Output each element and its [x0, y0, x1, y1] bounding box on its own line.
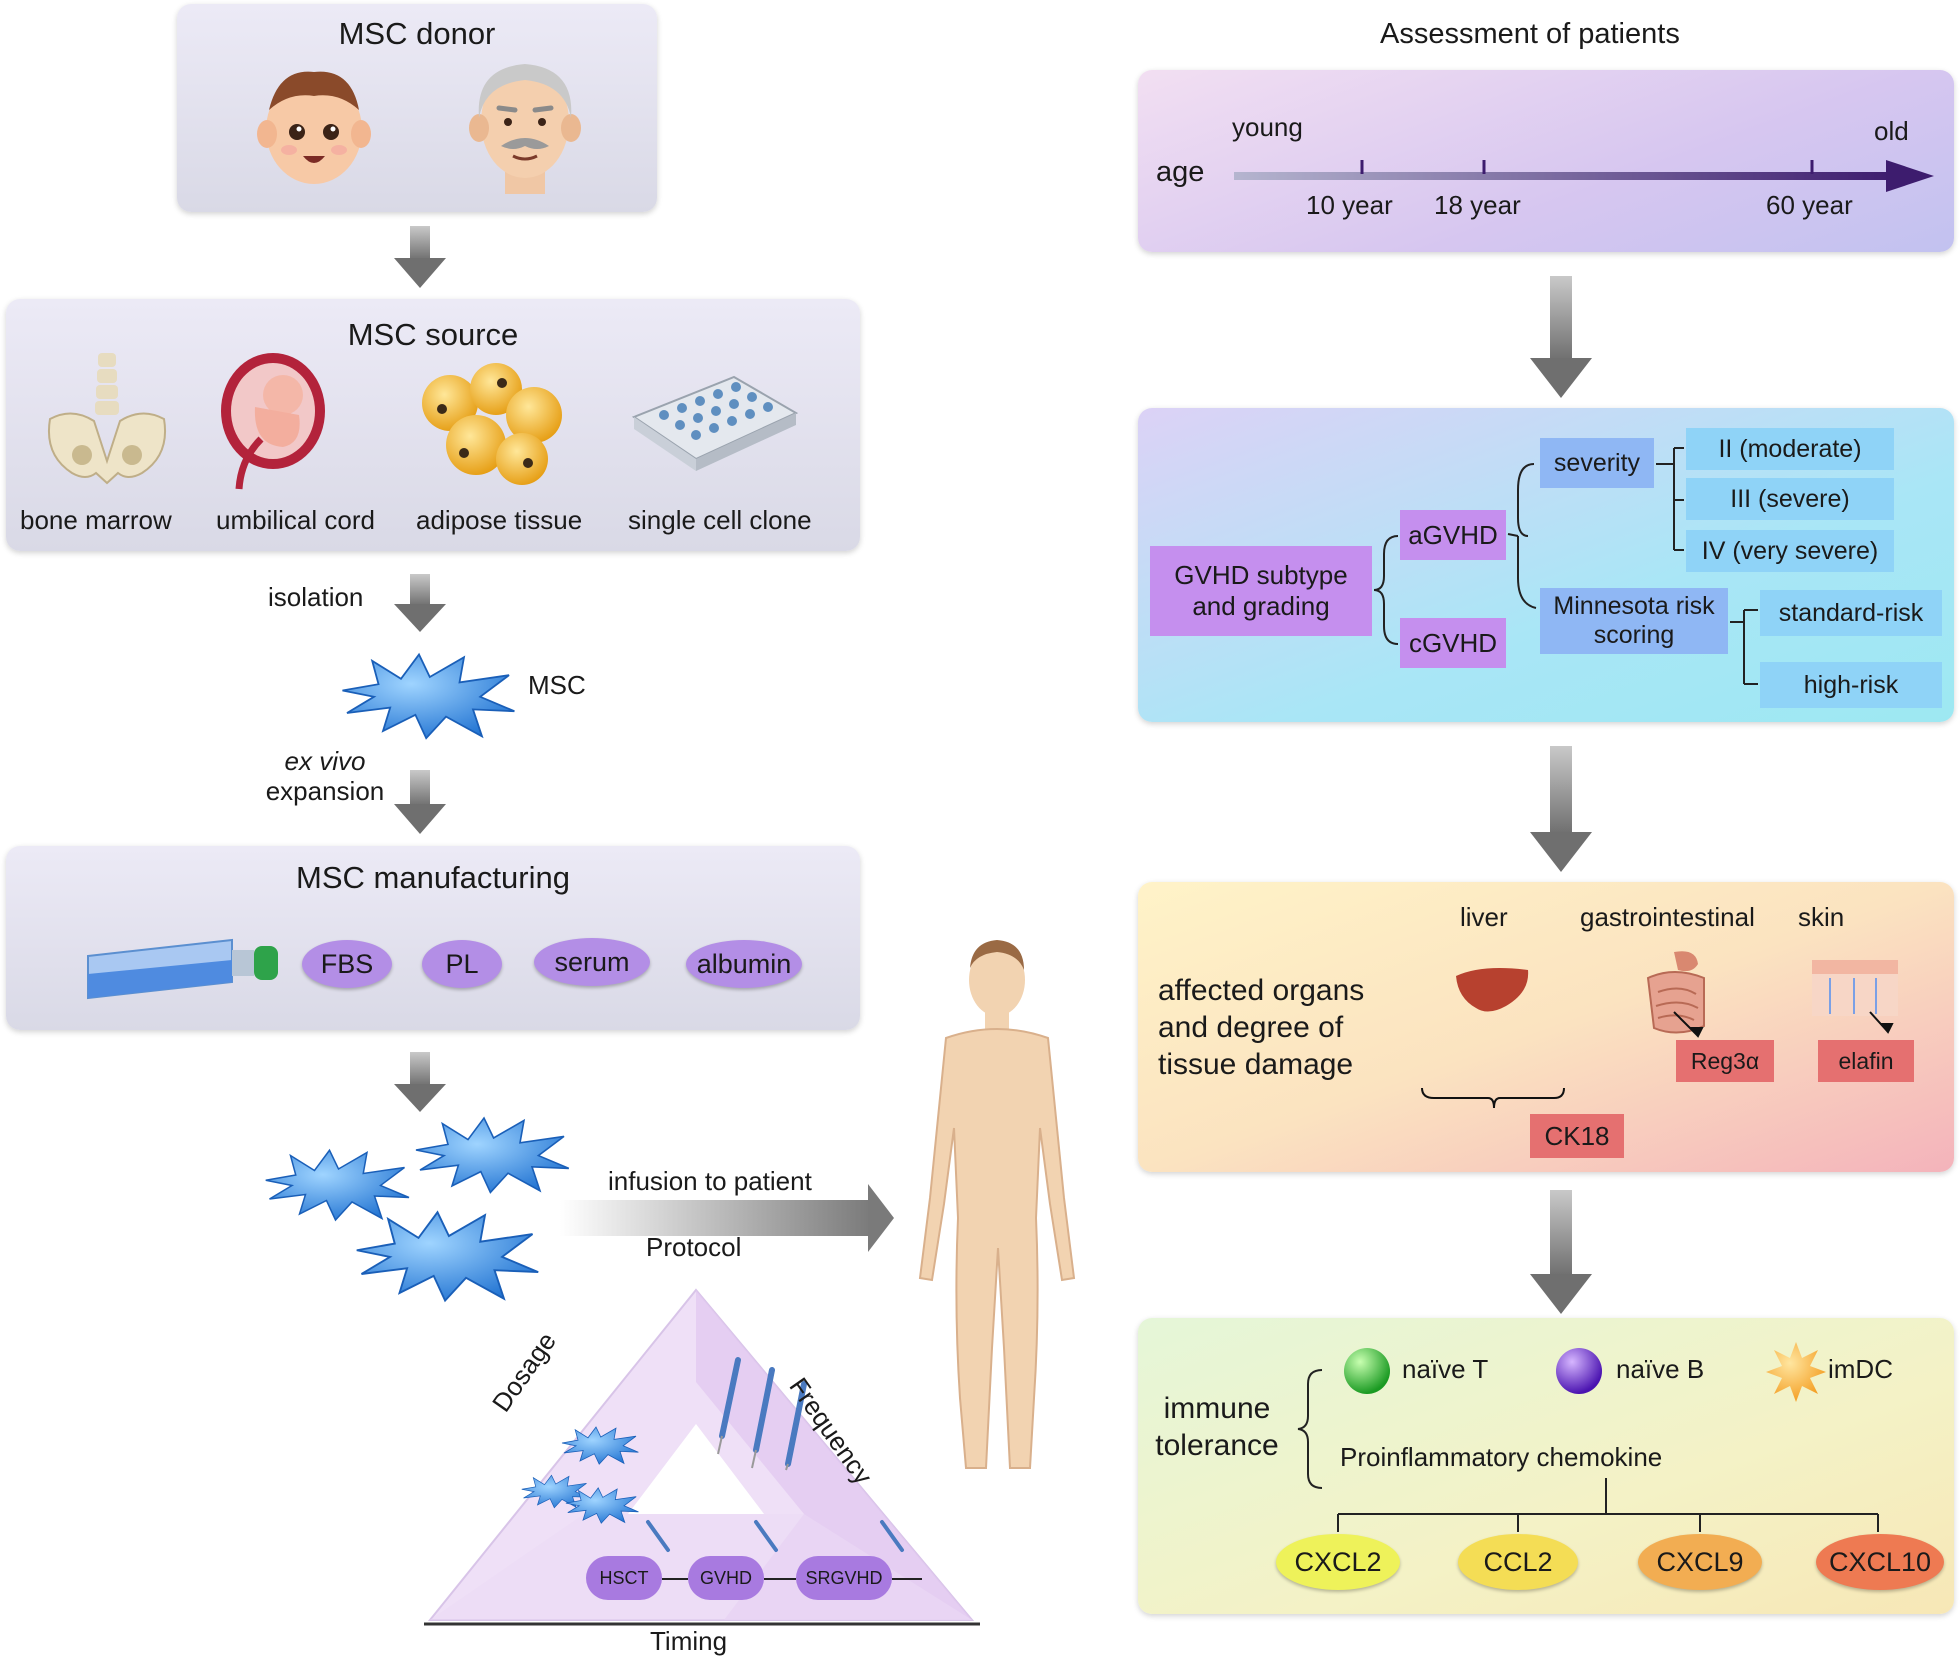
- organ-gastrointestinal-label: gastrointestinal: [1580, 902, 1755, 932]
- liver-icon: [1456, 968, 1529, 1012]
- imdc-cell-icon: [1766, 1342, 1826, 1402]
- culture-flask-icon: [87, 938, 278, 1000]
- chemokine-ccl2-pill: CCL2: [1458, 1534, 1578, 1590]
- skin-layers-icon: [1812, 960, 1898, 1016]
- arrow-down-icon: [394, 574, 446, 632]
- age-axis-arrow: [1234, 160, 1934, 192]
- timing-label: Timing: [650, 1626, 728, 1656]
- arrow-down-icon: [1530, 276, 1592, 398]
- organ-skin-label: skin: [1798, 902, 1845, 932]
- age-axis-label: age: [1156, 156, 1205, 188]
- immune-tolerance-heading: immune tolerance: [1155, 1392, 1279, 1462]
- organ-marker-arrows: [1421, 1011, 1894, 1109]
- age-tick-18: 18 year: [1434, 190, 1521, 220]
- marker-reg3a-box: Reg3α: [1676, 1040, 1774, 1082]
- cgvhd-box: cGVHD: [1400, 618, 1506, 668]
- msc-manufacturing-panel: MSC manufacturing FBS PL serum albumin: [6, 846, 860, 1030]
- source-bone-marrow-label: bone marrow: [20, 505, 172, 535]
- supplement-albumin-pill: albumin: [686, 940, 802, 988]
- timing-srgvhd-pill: SRGVHD: [796, 1556, 892, 1600]
- grade-ii-box: II (moderate): [1686, 428, 1894, 470]
- severity-box: severity: [1540, 438, 1654, 488]
- organs-panel: affected organs and degree of tissue dam…: [1138, 882, 1954, 1172]
- agvhd-box: aGVHD: [1400, 510, 1506, 560]
- age-old-label: old: [1874, 116, 1909, 146]
- msc-donor-title: MSC donor: [338, 16, 496, 51]
- standard-risk-box: standard-risk: [1760, 590, 1942, 636]
- expanded-msc-cells-icon: [264, 1117, 570, 1302]
- ex-vivo-label: ex vivo: [284, 746, 366, 776]
- age-panel: young old age 10 year 18 year 60 year: [1138, 70, 1954, 252]
- immune-brace: [1297, 1369, 1323, 1489]
- expansion-label: expansion: [265, 776, 385, 806]
- cell-culture-plate-icon: [631, 375, 799, 471]
- timing-hsct-pill: HSCT: [586, 1556, 662, 1600]
- msc-cell-icon: [341, 653, 516, 740]
- arrow-down-icon: [1530, 746, 1592, 872]
- grade-iv-box: IV (very severe): [1686, 530, 1894, 572]
- cell-naive-t-label: naïve T: [1402, 1354, 1489, 1384]
- msc-source-panel: MSC source bone marrow umbilica: [6, 299, 860, 551]
- organ-liver-label: liver: [1460, 902, 1508, 932]
- supplement-pl-pill: PL: [422, 940, 502, 988]
- minnesota-risk-box: Minnesota risk scoring: [1540, 588, 1728, 654]
- adipose-tissue-cells-icon: [422, 363, 562, 485]
- age-tick-60: 60 year: [1766, 190, 1853, 220]
- high-risk-box: high-risk: [1760, 662, 1942, 708]
- assessment-title: Assessment of patients: [1380, 18, 1680, 50]
- protocol-title: Protocol: [646, 1232, 742, 1262]
- naive-t-cell-icon: [1344, 1348, 1390, 1394]
- immune-panel: immune tolerance naïve T naïve B imDC Pr…: [1138, 1318, 1954, 1614]
- chemokine-cxcl9-pill: CXCL9: [1638, 1534, 1762, 1590]
- frequency-syringes-icon: [717, 1357, 807, 1471]
- supplement-serum-pill: serum: [534, 938, 650, 986]
- gvhd-subtype-grading-box: GVHD subtype and grading: [1150, 546, 1372, 636]
- age-tick-10: 10 year: [1306, 190, 1393, 220]
- msc-manufacturing-title: MSC manufacturing: [296, 860, 570, 895]
- grade-iii-box: III (severe): [1686, 478, 1894, 520]
- msc-donor-panel: MSC donor: [177, 4, 657, 212]
- timing-gvhd-pill: GVHD: [688, 1556, 764, 1600]
- umbilical-cord-fetus-icon: [221, 353, 325, 490]
- arrow-down-icon: [394, 226, 446, 288]
- marker-elafin-box: elafin: [1818, 1040, 1914, 1082]
- dosage-msc-cells-icon: [521, 1426, 639, 1524]
- gvhd-panel: GVHD subtype and grading aGVHD cGVHD sev…: [1138, 408, 1954, 722]
- supplement-fbs-pill: FBS: [302, 940, 392, 988]
- bone-marrow-pelvis-icon: [48, 353, 166, 485]
- marker-ck18-box: CK18: [1530, 1114, 1624, 1158]
- msc-label: MSC: [528, 670, 586, 700]
- intestine-icon: [1646, 951, 1705, 1034]
- infusion-arrow-icon: [560, 1184, 894, 1252]
- timing-connectors: [662, 1578, 922, 1580]
- chemokine-label: Proinflammatory chemokine: [1340, 1442, 1663, 1472]
- chemokine-cxcl2-pill: CXCL2: [1276, 1534, 1400, 1590]
- msc-source-title: MSC source: [347, 317, 519, 352]
- arrow-down-icon: [394, 770, 446, 834]
- source-single-cell-clone-label: single cell clone: [628, 505, 812, 535]
- infusion-label: infusion to patient: [608, 1166, 812, 1196]
- age-young-label: young: [1232, 112, 1303, 142]
- baby-face-icon: [257, 71, 371, 184]
- arrow-down-icon: [394, 1052, 446, 1112]
- organs-heading: affected organs and degree of tissue dam…: [1158, 974, 1365, 1081]
- chemokine-tree-connectors: [1337, 1478, 1879, 1532]
- elderly-man-face-icon: [469, 64, 581, 194]
- timing-syringes-icon: [646, 1520, 904, 1552]
- arrow-down-icon: [1530, 1190, 1592, 1314]
- isolation-label: isolation: [268, 582, 364, 612]
- gvhd-tree-connectors: [1373, 447, 1758, 685]
- cell-imdc-label: imDC: [1828, 1354, 1893, 1384]
- source-umbilical-cord-label: umbilical cord: [216, 505, 375, 535]
- cell-naive-b-label: naïve B: [1616, 1354, 1705, 1384]
- source-adipose-tissue-label: adipose tissue: [416, 505, 583, 535]
- chemokine-cxcl10-pill: CXCL10: [1816, 1534, 1944, 1590]
- human-body-patient-icon: [918, 940, 1076, 1469]
- naive-b-cell-icon: [1556, 1348, 1602, 1394]
